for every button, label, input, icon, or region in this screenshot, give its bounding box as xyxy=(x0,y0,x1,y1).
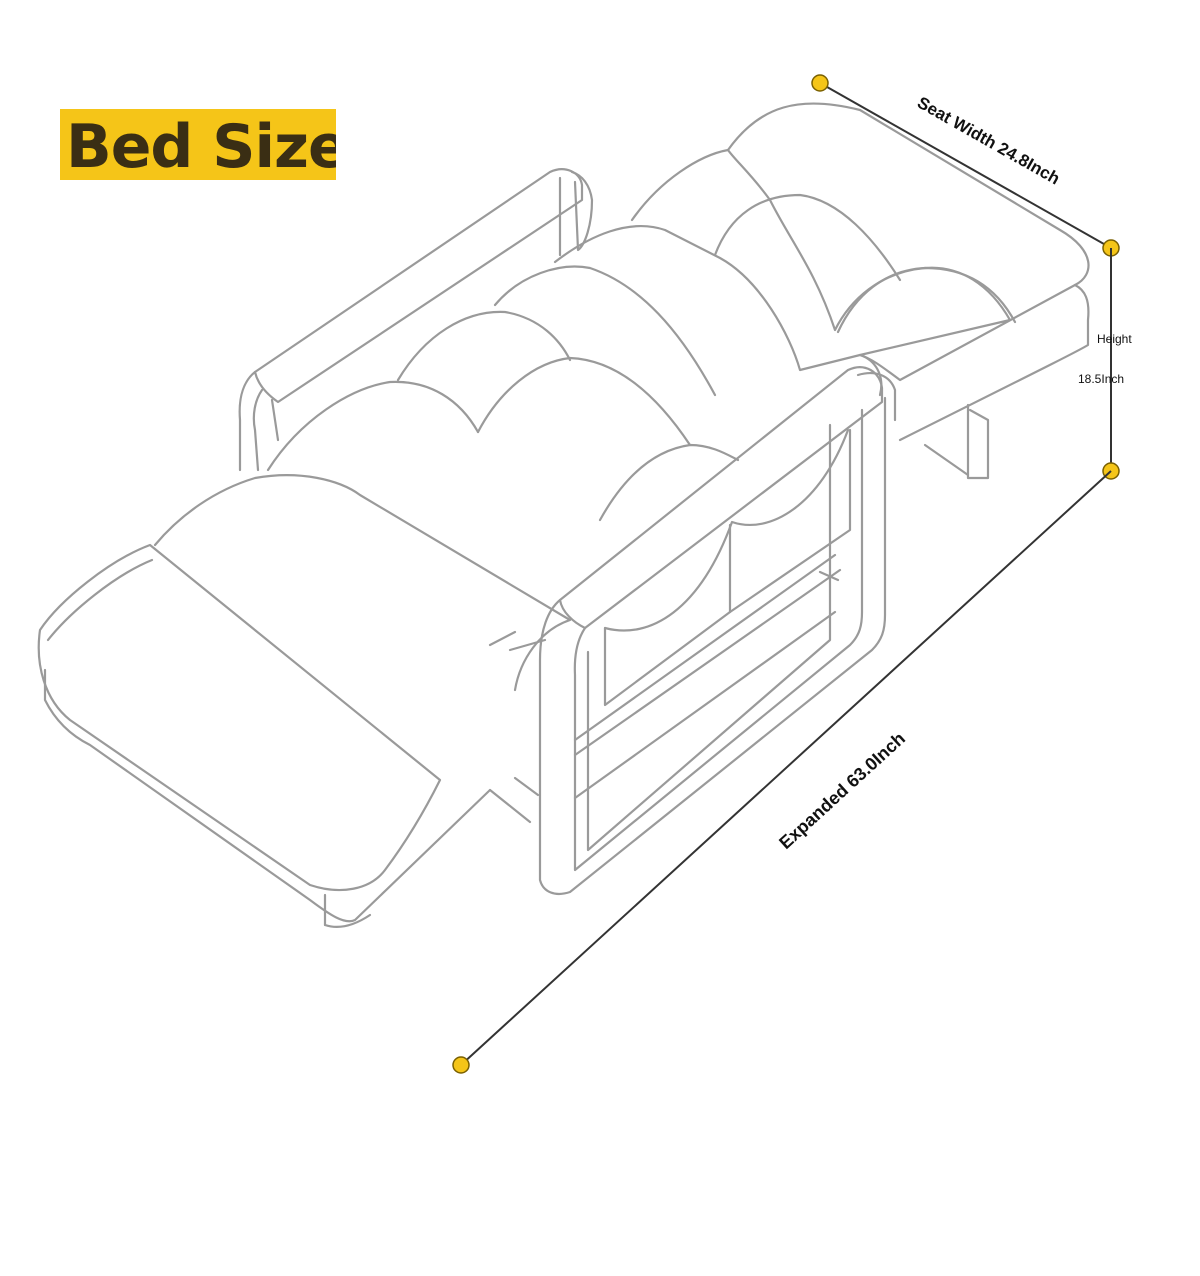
cushion-top-roll-2 xyxy=(836,266,1017,334)
armrest-left-side xyxy=(270,398,280,442)
side-pocket-curve xyxy=(603,428,850,632)
armrest-left-top xyxy=(253,168,584,404)
seat-width-label: Seat Width 24.8Inch xyxy=(914,93,1063,189)
armrest-left-inner xyxy=(252,388,264,472)
title-badge: Bed Size xyxy=(60,109,336,180)
cushion-top-roll-1 xyxy=(713,193,902,282)
footrest-side xyxy=(43,668,492,923)
dimension-dot xyxy=(452,1056,470,1074)
cushion-mid xyxy=(553,225,883,397)
dimension-dot xyxy=(811,74,829,92)
cushion-front-top xyxy=(153,474,572,692)
height-dimension: Height 18.5Inch xyxy=(1078,248,1132,480)
cushion-top-seam-1 xyxy=(630,148,730,222)
cushion-top-edge xyxy=(898,283,1090,442)
cushion-mid-roll-2 xyxy=(396,310,572,382)
armrest-left-front xyxy=(238,370,257,472)
under-frame xyxy=(488,553,842,824)
side-pocket xyxy=(603,428,852,707)
cushion-front xyxy=(266,380,480,472)
middle-frame xyxy=(488,630,547,652)
expanded-dimension: Expanded 63.0Inch xyxy=(452,470,1112,1074)
cushion-mid-roll-3 xyxy=(476,356,692,447)
armrest-right-front-inner xyxy=(573,408,864,872)
expanded-line xyxy=(460,470,1112,1066)
armrest-right-side-panel xyxy=(856,372,897,422)
armrest-right-front-outer xyxy=(538,396,887,896)
back-leg-2 xyxy=(923,443,970,477)
seat-width-line xyxy=(819,82,1112,249)
footrest xyxy=(37,543,442,892)
cushion-mid-roll-4 xyxy=(598,443,740,522)
sofa-bed-outline xyxy=(37,102,1090,929)
cushion-top xyxy=(726,102,1090,382)
footrest-inner xyxy=(46,558,154,642)
armrest-left-back xyxy=(558,170,594,257)
armrest-right-top xyxy=(558,366,884,630)
page-title: Bed Size xyxy=(66,112,336,180)
footrest-bottom xyxy=(323,913,372,929)
expanded-label: Expanded 63.0Inch xyxy=(775,728,909,853)
armrest-right-frame-inner xyxy=(586,423,832,852)
height-label: Height xyxy=(1097,332,1132,346)
cushion-mid-roll-1 xyxy=(493,265,717,397)
back-leg xyxy=(966,403,990,480)
height-value: 18.5Inch xyxy=(1078,372,1124,386)
seat-width-dimension: Seat Width 24.8Inch xyxy=(811,74,1120,257)
